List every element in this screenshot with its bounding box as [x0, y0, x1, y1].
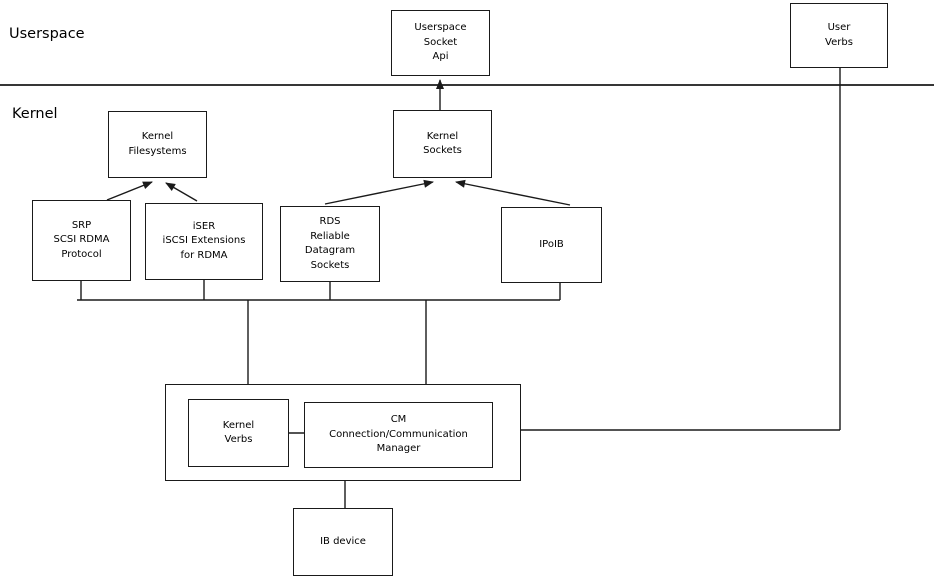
node-cm: CM Connection/Communication Manager — [304, 402, 493, 468]
edge-iser-to-kernel-filesystems — [165, 182, 198, 202]
kernel-layer-label: Kernel — [12, 106, 58, 122]
node-userspace-socket-api: Userspace Socket Api — [391, 10, 490, 76]
edge-srp-to-kernel-filesystems — [106, 181, 153, 201]
node-ib-device: IB device — [293, 508, 393, 576]
node-iser: iSER iSCSI Extensions for RDMA — [145, 203, 263, 280]
edge-rds-to-kernel-sockets — [324, 179, 434, 205]
node-user-verbs: User Verbs — [790, 3, 888, 68]
node-kernel-sockets: Kernel Sockets — [393, 110, 492, 178]
node-rds: RDS Reliable Datagram Sockets — [280, 206, 380, 282]
node-ipoib: IPoIB — [501, 207, 602, 283]
edge-ipoib-to-kernel-sockets — [455, 179, 571, 206]
node-kernel-verbs: Kernel Verbs — [188, 399, 289, 467]
node-kernel-filesystems: Kernel Filesystems — [108, 111, 207, 178]
node-srp: SRP SCSI RDMA Protocol — [32, 200, 131, 281]
node-core-group — [165, 384, 521, 481]
userspace-layer-label: Userspace — [9, 26, 85, 42]
